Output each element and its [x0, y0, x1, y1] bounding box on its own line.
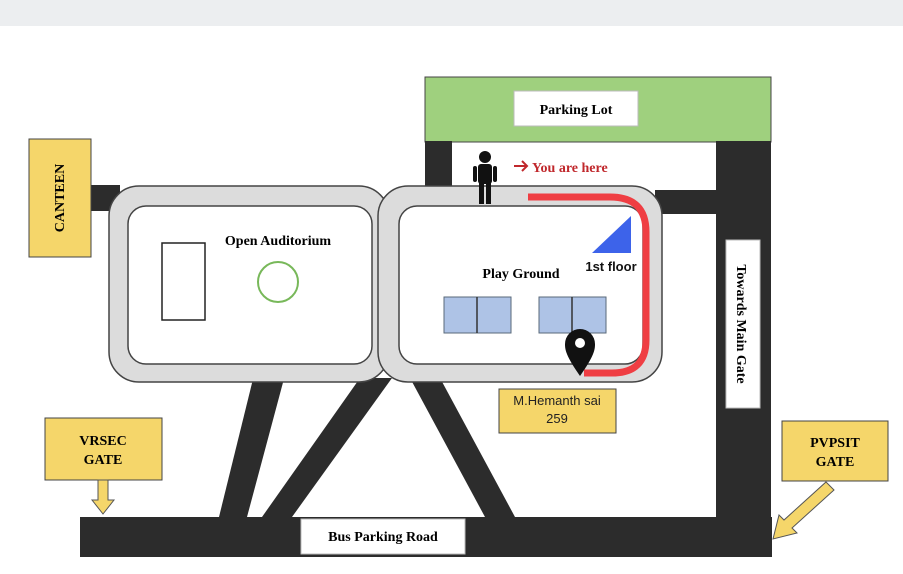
you-are-here-label: You are here	[532, 161, 608, 176]
destination-name: M.Hemanth sai	[513, 393, 601, 408]
parking-lot-label-box	[513, 90, 639, 127]
first-floor-label: 1st floor	[585, 259, 636, 274]
pvpsit-gate-arrow	[772, 481, 835, 540]
canteen-box	[28, 138, 92, 258]
pvpsit-gate-box	[781, 420, 889, 482]
auditorium-stage	[161, 242, 206, 321]
parking-lot-label: Parking Lot	[540, 103, 613, 118]
road-diagonal-3	[410, 378, 515, 517]
pvpsit-gate-line1: PVPSIT	[810, 436, 860, 451]
vrsec-gate-line2: GATE	[84, 453, 123, 468]
first-floor-marker	[592, 216, 631, 253]
location-pin-icon	[565, 329, 595, 376]
canteen-label: CANTEEN	[53, 164, 68, 232]
road-diagonal-1	[219, 375, 285, 517]
right-arrow-icon	[514, 160, 529, 172]
auditorium-circle	[257, 261, 299, 303]
pvpsit-gate-line2: GATE	[816, 455, 855, 470]
destination-number: 259	[546, 411, 568, 426]
playground-inner	[398, 205, 644, 365]
top-bar	[0, 0, 903, 26]
road-diagonal-2	[262, 378, 392, 517]
bus-parking-road-label: Bus Parking Road	[328, 530, 438, 545]
play-ground-label: Play Ground	[482, 267, 559, 282]
person-icon	[473, 151, 497, 204]
vrsec-gate-line1: VRSEC	[79, 434, 126, 449]
route-path	[528, 193, 650, 377]
open-auditorium-label: Open Auditorium	[225, 234, 332, 249]
destination-box	[498, 388, 617, 434]
vrsec-gate-arrow	[90, 479, 116, 515]
bus-parking-road-label-box	[300, 518, 466, 555]
towards-main-gate-box	[725, 239, 761, 409]
towards-main-gate-label: Towards Main Gate	[733, 264, 748, 383]
vrsec-gate-box	[44, 417, 163, 481]
road-top-right	[655, 190, 717, 214]
